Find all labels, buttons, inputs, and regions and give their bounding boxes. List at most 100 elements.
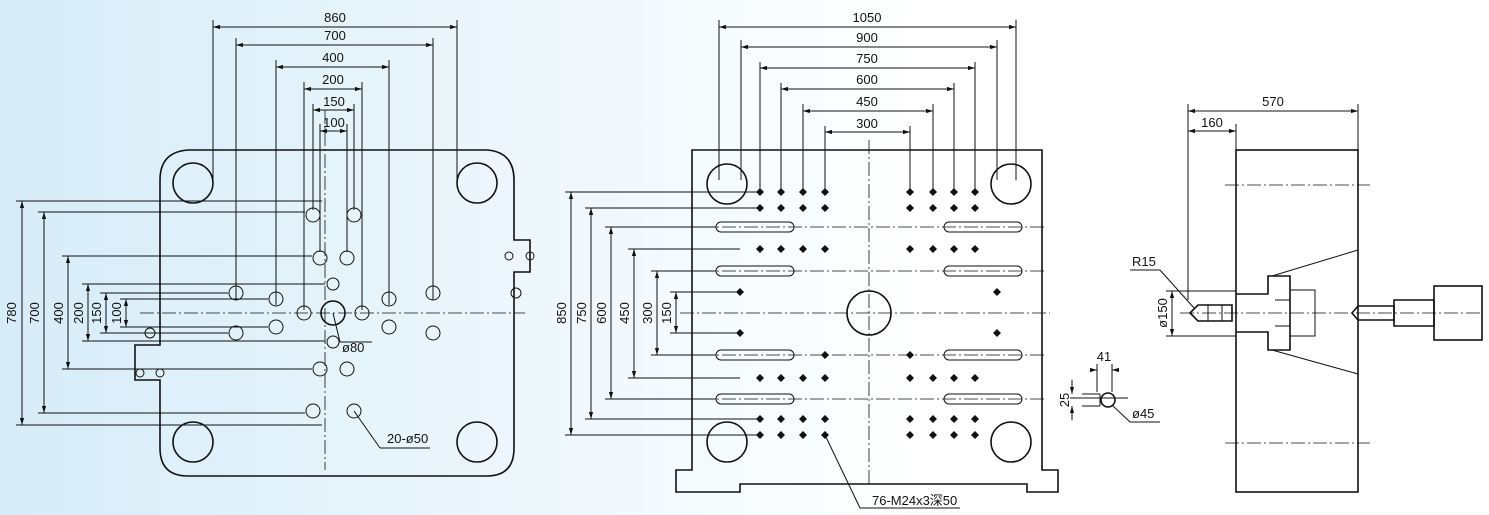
dim-200: 200 <box>322 72 344 87</box>
overall-length-label: 570 <box>1262 94 1284 109</box>
threaded-hole-mark <box>799 415 807 423</box>
dim-300: 300 <box>856 116 878 131</box>
slot-height-label: 25 <box>1057 393 1072 407</box>
threaded-hole-mark <box>906 245 914 253</box>
threaded-hole-mark <box>799 431 807 439</box>
threaded-hole-mark <box>929 245 937 253</box>
threaded-hole-mark <box>993 288 1001 296</box>
dim-750: 750 <box>856 51 878 66</box>
dim-860: 860 <box>324 10 346 25</box>
threaded-hole-mark <box>906 204 914 212</box>
moving-vertical-dimensions <box>16 200 325 426</box>
fixed-vertical-dim-labels: 850 750 600 450 300 150 <box>554 302 674 324</box>
dim-150-fixed: 150 <box>659 302 674 324</box>
dim-850: 850 <box>554 302 569 324</box>
fixed-horizontal-dimensions <box>718 20 1017 195</box>
threaded-hole-mark <box>906 374 914 382</box>
threaded-hole-mark <box>929 204 937 212</box>
dim-450-v: 450 <box>617 302 632 324</box>
slot-diameter-label: ø45 <box>1132 406 1154 421</box>
threaded-hole-mark <box>950 431 958 439</box>
dim-700-v: 700 <box>27 302 42 324</box>
threaded-hole-mark <box>777 204 785 212</box>
moving-horizontal-dimensions <box>212 20 458 310</box>
slot-width-label: 41 <box>1097 349 1111 364</box>
threaded-hole-mark <box>821 245 829 253</box>
dim-100: 100 <box>323 115 345 130</box>
threaded-hole-mark <box>821 374 829 382</box>
threaded-hole-mark <box>906 415 914 423</box>
threaded-hole-mark <box>799 204 807 212</box>
fixed-vertical-dimensions <box>565 191 760 436</box>
threaded-hole-mark <box>950 204 958 212</box>
threaded-hole-mark <box>821 204 829 212</box>
dim-600-v: 600 <box>594 302 609 324</box>
dim-450: 450 <box>856 94 878 109</box>
threaded-hole-mark <box>799 374 807 382</box>
center-hole-label: ø80 <box>342 340 364 355</box>
fixed-platen-outline <box>675 149 1059 493</box>
platen-side-outline <box>1235 149 1359 493</box>
threaded-hole-mark <box>929 431 937 439</box>
slot-head-circle <box>1100 392 1116 408</box>
moving-vertical-dim-labels: 780 700 400 200 150 100 <box>4 302 124 324</box>
dim-300-v: 300 <box>640 302 655 324</box>
center-hole-leader <box>332 312 341 343</box>
injection-barrel <box>1433 285 1483 341</box>
dim-150-v: 150 <box>89 302 104 324</box>
threaded-hole-mark <box>906 431 914 439</box>
fixed-horizontal-dim-labels: 1050 900 750 600 450 300 <box>853 10 882 131</box>
dim-700: 700 <box>324 28 346 43</box>
threaded-hole-mark <box>777 415 785 423</box>
holes-callout-label: 20-ø50 <box>387 431 428 446</box>
dim-200-v: 200 <box>71 302 86 324</box>
dim-750-v: 750 <box>574 302 589 324</box>
center-hole <box>320 300 346 326</box>
threaded-hole-mark <box>950 374 958 382</box>
dim-100-v: 100 <box>109 302 124 324</box>
threaded-hole-mark <box>929 374 937 382</box>
threaded-hole-mark <box>821 415 829 423</box>
holes-callout-leader <box>353 410 381 449</box>
threaded-hole-mark <box>756 374 764 382</box>
threaded-hole-mark <box>906 351 914 359</box>
threaded-hole-mark <box>971 374 979 382</box>
threaded-hole-mark <box>777 374 785 382</box>
threaded-hole-mark <box>950 245 958 253</box>
dim-780: 780 <box>4 302 19 324</box>
threaded-hole-mark <box>821 351 829 359</box>
threads-callout-leader <box>824 434 861 509</box>
threads-callout-label: 76-M24x3深50 <box>872 493 957 508</box>
moving-platen-outline <box>134 149 531 477</box>
threaded-hole-mark <box>950 415 958 423</box>
radius-label: R15 <box>1132 254 1156 269</box>
locating-ring-hole <box>846 290 892 336</box>
offset-label: 160 <box>1201 115 1223 130</box>
moving-horizontal-dim-labels: 860 700 400 200 150 100 <box>322 10 346 130</box>
nozzle-side-view: 570 160 R15 ø150 <box>1130 94 1483 493</box>
tie-bar-holes <box>172 162 498 463</box>
threaded-hole-mark <box>971 245 979 253</box>
threaded-hole-mark <box>799 245 807 253</box>
threaded-hole-mark <box>929 415 937 423</box>
threaded-hole-mark <box>971 431 979 439</box>
threaded-hole-mark <box>777 245 785 253</box>
diameter-label: ø150 <box>1155 298 1170 328</box>
dim-400-v: 400 <box>51 302 66 324</box>
threaded-hole-mark <box>777 431 785 439</box>
nozzle-tip <box>1188 304 1233 322</box>
dim-150: 150 <box>323 94 345 109</box>
moving-platen-view: 860 700 400 200 150 100 780 700 400 2 <box>4 10 535 477</box>
fixed-tie-bar-holes <box>706 163 1032 463</box>
threaded-hole-mark <box>756 245 764 253</box>
dim-400: 400 <box>322 50 344 65</box>
t-slot-detail: 41 25 ø45 <box>1057 349 1160 423</box>
threaded-hole-mark <box>971 204 979 212</box>
dim-1050: 1050 <box>853 10 882 25</box>
dim-600: 600 <box>856 72 878 87</box>
threaded-hole-mark <box>993 329 1001 337</box>
dim-900: 900 <box>856 30 878 45</box>
threaded-hole-mark <box>971 415 979 423</box>
